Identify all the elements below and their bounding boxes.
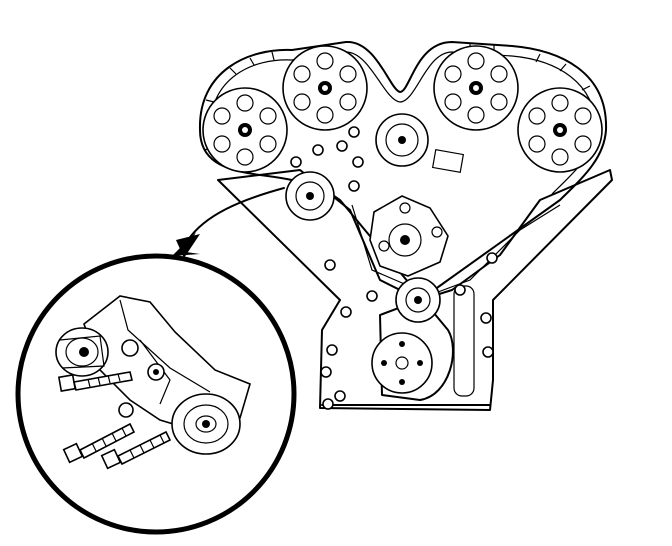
cam-sprocket-3 [433,45,519,131]
detail-tensioner-pulley [171,393,241,455]
bolt-lower-1 [62,422,136,464]
bolt-lower-2 [100,430,172,470]
bolt-upper [57,371,133,393]
upper-idler-pulley [375,113,429,167]
cover-tab-right [453,285,475,397]
cover-tab-left [431,149,465,173]
engine-front [198,40,613,411]
detail-idler-pulley [55,327,109,377]
lower-idler-pulley [395,277,441,323]
cover-bolts [290,126,498,402]
magnified-detail [15,253,297,535]
tensioner-pulley [285,171,335,221]
cam-sprocket-1 [202,87,288,173]
engine-outline [217,169,613,411]
cover-inner-line [351,204,561,296]
rail-bolt [322,398,334,410]
curved-arrow-icon [172,187,285,258]
water-pump [369,195,449,277]
crankshaft-sprocket [371,332,433,394]
cam-sprocket-4 [517,87,603,173]
cam-sprocket-2 [282,45,368,131]
